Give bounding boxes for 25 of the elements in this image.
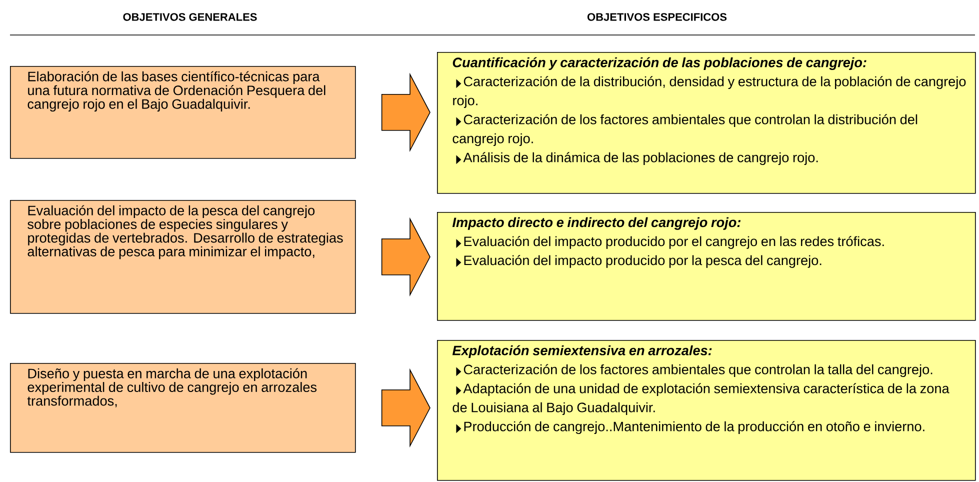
node-label: Producción de cangrejo..Mantenimiento de la producción en otoño e invierno.	[464, 421, 924, 434]
node-label: Diseño y puesta en marcha de una explotación experimental de cultivo de cangrejo en arrozales transformados,	[27, 368, 317, 408]
node-label: Adaptación de una unidad de explotación semiextensiva característica de la zona de Louisiana al Bajo Guadalquivir.	[452, 383, 950, 415]
objective-box	[10, 363, 356, 453]
objective-box	[10, 200, 356, 314]
node-label: Evaluación del impacto de la pesca del cangrejo sobre poblaciones de especies singulares y protegidas de vertebrados. Desarrollo de estrategias alternativas de pesca para minimizar el impacto,	[28, 205, 343, 260]
column-heading: OBJETIVOS ESPECIFICOS	[587, 13, 727, 21]
block-arrow	[381, 368, 430, 448]
specific-objectives-box	[437, 340, 976, 481]
node-label: Cuantificación y caracterización de las poblaciones de cangrejo:	[452, 57, 866, 70]
objective-box	[10, 66, 356, 159]
block-arrow	[381, 217, 430, 297]
specific-objectives-box	[437, 52, 976, 194]
node-label: Análisis de la dinámica de las poblaciones de cangrejo rojo.	[463, 152, 818, 165]
column-heading: OBJETIVOS GENERALES	[123, 13, 257, 21]
node-label: Impacto directo e indirecto del cangrejo rojo:	[452, 217, 741, 230]
node-label: Caracterización de los factores ambientales que controlan la talla del cangrejo.	[464, 364, 932, 377]
specific-objectives-box	[437, 212, 976, 321]
node-label: Explotación semiextensiva en arrozales:	[452, 345, 712, 358]
block-arrow	[381, 72, 430, 152]
node-label: Evaluación del impacto producido por el cangrejo en las redes tróficas.	[464, 236, 884, 249]
node-label: Elaboración de las bases científico-técnicas para una futura normativa de Ordenación Pesquera del cangrejo rojo en el Bajo Guadalquivir.	[28, 71, 326, 112]
node-label: Caracterización de los factores ambientales que controlan la distribución del cangrejo rojo.	[452, 114, 918, 146]
node-label: Caracterización de la distribución, densidad y estructura de la población de cangrejo rojo.	[453, 76, 966, 108]
node-label: Evaluación del impacto producido por la pesca del cangrejo.	[464, 255, 822, 268]
